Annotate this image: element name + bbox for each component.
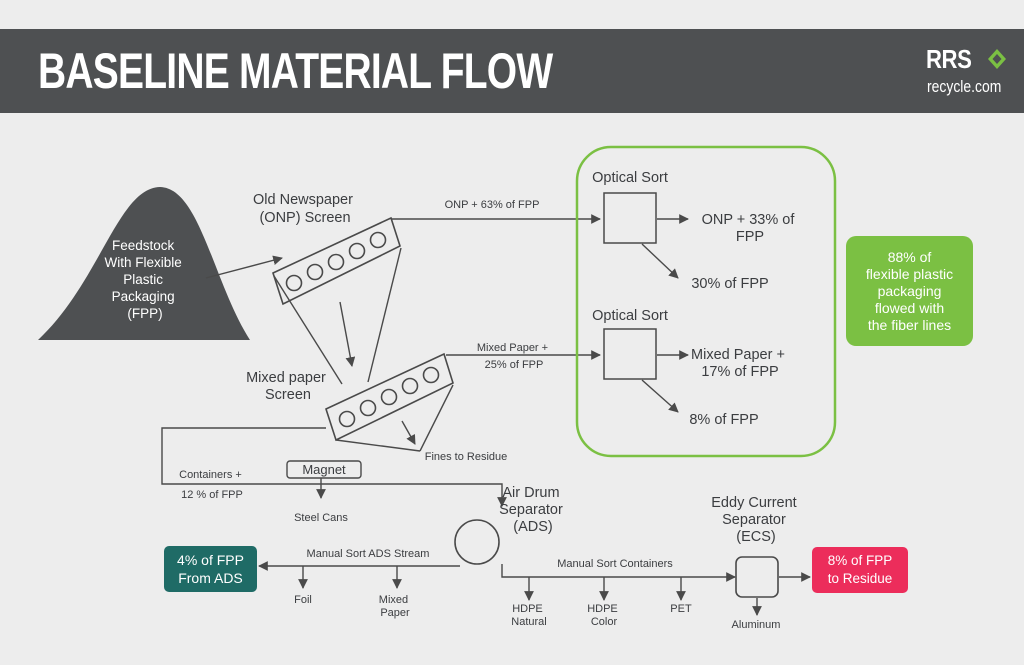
svg-text:Mixed Paper: Mixed Paper [379, 594, 411, 619]
onp-screen [272, 216, 401, 306]
callout-line-1: 88% of [887, 248, 932, 265]
manual-containers-label: Manual Sort Containers [557, 558, 673, 570]
svg-text:Eddy Current Separator: Eddy Current Separator (ECS) [711, 495, 800, 545]
hdpe-natural-2: Natural [511, 616, 546, 628]
callout-line-2: flexible plastic [865, 265, 954, 282]
feedstock-line-5: (FPP) [127, 306, 162, 321]
mixed-out-line-1: Mixed Paper + [691, 347, 785, 363]
hdpe-color-2: Color [591, 616, 618, 628]
feedstock-line-4: Packaging [112, 289, 175, 304]
ecs-label-2: Separator [722, 512, 786, 528]
callout-line-4: flowed with [874, 299, 945, 316]
optical-sort-2-box [603, 328, 657, 380]
mixed-screen-label-1: Mixed paper [246, 370, 326, 386]
onp-out-line-2: FPP [736, 229, 764, 245]
callout-line-3: packaging [877, 282, 942, 299]
svg-text:Mixed Paper + 25% of FPP: Mixed Paper + 25% of FPP [477, 342, 551, 371]
logo-text: RRS [926, 44, 972, 74]
logo-url: recycle.com [927, 77, 1002, 96]
optical-sort-1-label: Optical Sort [592, 170, 668, 186]
ads-output-line-2: From ADS [178, 570, 243, 586]
fpp-30-label: 30% of FPP [691, 276, 768, 292]
svg-text:Mixed paper Screen: Mixed paper Screen [246, 370, 330, 403]
residue-line-1: 8% of FPP [827, 553, 893, 568]
ecs-label-1: Eddy Current [711, 495, 796, 511]
ads-output-line-1: 4% of FPP [177, 552, 244, 568]
air-drum-separator [454, 519, 500, 565]
ecs-label-3: (ECS) [736, 529, 775, 545]
onp-screen-label-2: (ONP) Screen [259, 210, 350, 226]
mixed-25-line-1: Mixed Paper + [477, 342, 548, 354]
mixed-paper-out-2: Paper [380, 607, 410, 619]
mixed-paper-out-1: Mixed [379, 594, 408, 606]
svg-text:Feedstock With Flexible: Feedstock With Flexible Plastic Packagin… [104, 238, 185, 321]
pet-label: PET [670, 603, 692, 615]
residue-line-2: to Residue [827, 571, 893, 586]
containers-line-2: 12 % of FPP [181, 489, 243, 501]
fines-label: Fines to Residue [425, 451, 508, 463]
onp-out-line-1: ONP + 33% of [702, 212, 796, 228]
svg-text:HDPE Color: HDPE Color [587, 603, 621, 628]
ads-label-3: (ADS) [513, 519, 552, 535]
steel-cans-label: Steel Cans [294, 512, 348, 524]
svg-text:Mixed Paper + 17% of FPP: Mixed Paper + 17% of FPP [691, 347, 789, 380]
fiber-lines-callout: 88% of flexible plastic packaging flowed… [846, 236, 973, 346]
onp-screen-label-1: Old Newspaper [253, 192, 353, 208]
hdpe-color-1: HDPE [587, 603, 618, 615]
fpp-8-label: 8% of FPP [689, 412, 758, 428]
onp-63-label: ONP + 63% of FPP [445, 199, 540, 211]
mixed-screen-label-2: Screen [265, 387, 311, 403]
feedstock-line-2: With Flexible [104, 255, 181, 270]
magnet-box [286, 460, 362, 479]
hdpe-natural-1: HDPE [512, 603, 543, 615]
optical-sort-group [575, 145, 837, 458]
residue-callout: 8% of FPP to Residue [812, 547, 908, 593]
containers-line-1: Containers + [179, 469, 242, 481]
logo-diamond-icon [988, 49, 1006, 69]
svg-text:HDPE Natural: HDPE Natural [511, 603, 546, 628]
svg-text:Containers + 12 % of FPP: Containers + 12 % of FPP [179, 469, 245, 501]
optical-sort-1-box [603, 192, 657, 244]
optical-sort-2-label: Optical Sort [592, 308, 668, 324]
mixed-25-line-2: 25% of FPP [485, 359, 544, 371]
magnet-label: Magnet [302, 462, 346, 477]
ads-label-1: Air Drum [502, 485, 559, 501]
manual-ads-label: Manual Sort ADS Stream [307, 548, 430, 560]
page-title: BASELINE MATERIAL FLOW [38, 43, 553, 99]
svg-text:ONP + 33% of FPP: ONP + 33% of FPP [702, 212, 799, 245]
callout-line-5: the fiber lines [867, 316, 952, 333]
feedstock-line-3: Plastic [123, 272, 163, 287]
ads-label-2: Separator [499, 502, 563, 518]
header-bar [0, 29, 1024, 113]
svg-text:Old Newspaper (ONP) Scre: Old Newspaper (ONP) Screen [253, 192, 357, 226]
foil-label: Foil [294, 594, 312, 606]
flow-arrows [161, 214, 811, 616]
mixed-paper-screen [325, 352, 454, 442]
ads-output-callout: 4% of FPP From ADS [164, 546, 257, 592]
mixed-out-line-2: 17% of FPP [701, 364, 778, 380]
svg-text:Air Drum Separator: Air Drum Separator (ADS) [499, 485, 567, 535]
eddy-current-separator [735, 556, 779, 598]
aluminum-label: Aluminum [732, 619, 781, 631]
feedstock-pile [38, 187, 250, 340]
feedstock-line-1: Feedstock [112, 238, 175, 253]
